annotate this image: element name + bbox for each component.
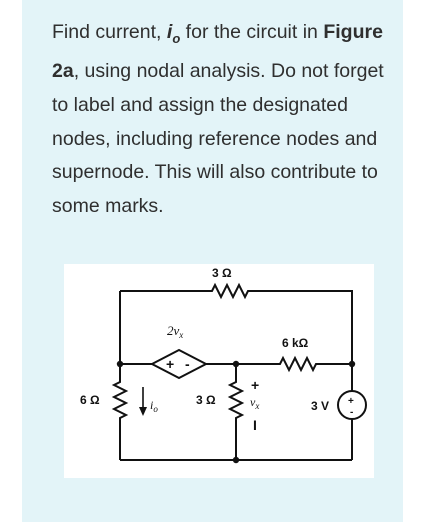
dependent-source: [149, 348, 209, 380]
current-label: io: [150, 398, 158, 414]
node-bottom: [232, 456, 240, 464]
vx-label: vx: [250, 395, 259, 411]
top-branch-wire: [120, 282, 353, 364]
r-mid-label: 3 Ω: [196, 393, 216, 407]
dep-source-label: 2vx: [167, 323, 183, 340]
r-top-label: 3 Ω: [212, 266, 232, 280]
node-left: [116, 360, 124, 368]
current-arrow: [139, 387, 147, 416]
left-branch-wire: [111, 291, 129, 460]
question-part-3: , using nodal analysis. Do not forget to…: [52, 60, 384, 217]
r-right-label: 6 kΩ: [282, 336, 309, 350]
junction-dots: [116, 360, 356, 464]
current-symbol: io: [166, 21, 181, 46]
circuit-wires: [111, 282, 367, 461]
question-text: Find current, io for the circuit in Figu…: [52, 16, 392, 223]
vsource-minus: -: [350, 407, 353, 418]
circuit-diagram: 3 Ω 6 kΩ 6 Ω 3 Ω io 2vx + - + vx I 3 V +…: [80, 266, 367, 464]
node-right: [348, 360, 356, 368]
figure-reference: Figure 2a: [52, 21, 383, 83]
question-part-1: Find current,: [52, 21, 167, 43]
voltage-source: [337, 390, 367, 420]
right-resistor-wire: [236, 355, 352, 373]
mid-branch-wire: [227, 364, 245, 460]
r-left-label: 6 Ω: [80, 393, 100, 407]
dep-plus-sign: +: [166, 356, 174, 372]
node-mid: [232, 360, 240, 368]
question-part-2: for the circuit in: [180, 21, 324, 43]
vsource-plus: +: [348, 396, 354, 407]
vx-minus-sign: I: [253, 417, 257, 433]
dep-minus-sign: -: [185, 356, 190, 372]
vsource-label: 3 V: [311, 399, 329, 413]
circuit-figure: 3 Ω 6 kΩ 6 Ω 3 Ω io 2vx + - + vx I 3 V +…: [64, 264, 374, 478]
vx-plus-sign: +: [251, 377, 259, 393]
